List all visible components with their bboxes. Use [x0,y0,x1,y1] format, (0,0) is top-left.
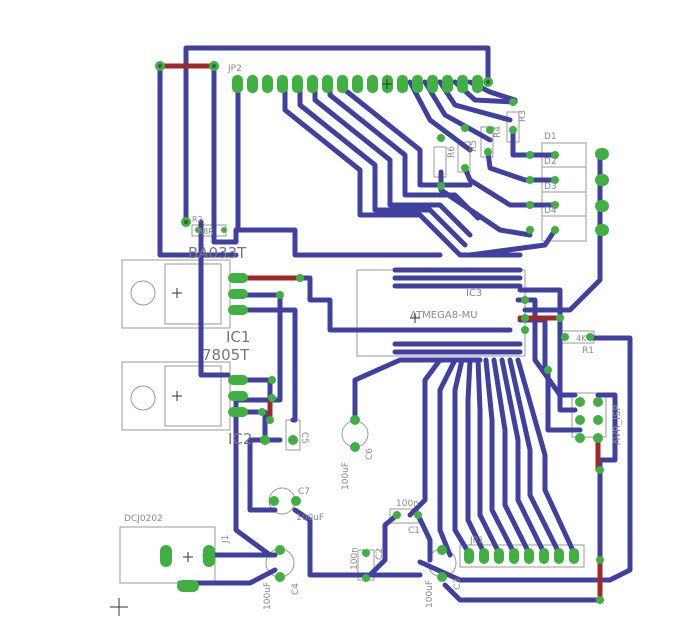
jp1-label: JP1 [469,536,484,546]
j1-label: J1 [221,535,231,544]
r1-label: R1 [582,346,594,356]
r1-value: 4K [576,334,587,343]
r2-value: 68R [198,227,214,236]
r3-label: R3 [518,110,528,122]
d2-label: D2 [544,157,557,167]
c3-value: 100uF [425,580,435,608]
jp2-label: JP2 [227,64,242,74]
pads [160,75,609,592]
ic2-label: IC2 [228,430,252,448]
mcu-part-label: ATMEGA8-MU [410,310,478,321]
avr-isp-label: AVR_ISP [612,405,623,445]
r2-label: R2 [192,215,203,224]
r4-label: R4 [493,126,503,138]
c4-value: 100uF [263,582,273,610]
c7-label: C7 [298,487,310,497]
dc-jack-part-label: DCJ0202 [124,514,163,524]
c1-label: C1 [408,526,420,536]
d1-label: D1 [544,132,557,142]
silkscreen-labels: JP2 R2 68R BA033T IC1 7805T IC2 C5 C6 10… [124,64,623,610]
c4-label: C4 [291,583,301,595]
ic1-part-label: BA033T [188,244,247,262]
r5-label: R5 [469,140,479,152]
ic1-label: IC1 [226,328,250,346]
c6-label: C6 [365,448,375,460]
d4-label: D4 [544,206,557,216]
ic3-label: IC3 [466,288,482,299]
c2-label: C2 [375,548,385,560]
c5-label: C5 [299,432,309,444]
crosshair-markers [110,79,420,616]
c3-label: C3 [453,578,463,590]
ic2-part-label: 7805T [202,346,250,364]
vias [155,61,604,604]
c6-value: 100uF [341,462,351,490]
r6-label: R6 [447,146,457,158]
c2-value: 100n [350,547,360,570]
d3-label: D3 [544,182,557,192]
c7-value: 100uF [296,513,324,523]
c1-value: 100n [396,499,419,509]
